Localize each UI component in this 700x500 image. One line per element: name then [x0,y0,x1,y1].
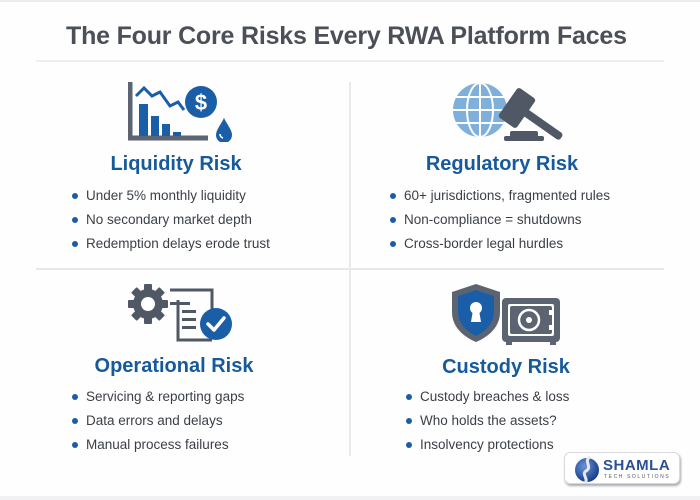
bullet-item: Who holds the assets? [404,411,569,435]
bullet-dot-icon [406,418,412,424]
declining-chart-dollar-drop-icon: $ [128,82,232,142]
swirl-globe-icon [575,455,599,483]
title-divider [36,60,664,62]
bullet-list: Custody breaches & loss Who holds the as… [404,387,569,459]
bullet-dot-icon [72,217,78,223]
bullet-list: 60+ jurisdictions, fragmented rules Non-… [388,186,610,258]
bullet-dot-icon [406,394,412,400]
card-title: Operational Risk [94,355,254,377]
bullet-dot-icon [72,241,78,247]
top-border [0,0,700,2]
horizontal-divider [36,268,664,270]
bullet-item: Cross-border legal hurdles [388,234,610,258]
bullet-item: Non-compliance = shutdowns [388,210,610,234]
card-title: Custody Risk [442,356,570,378]
bullet-item: Manual process failures [70,435,244,459]
bullet-list: Under 5% monthly liquidity No secondary … [70,186,270,258]
bullet-item: Custody breaches & loss [404,387,569,411]
bullet-dot-icon [72,193,78,199]
bottom-border [0,496,700,500]
bullet-dot-icon [390,217,396,223]
shield-keyhole-safe-icon [452,284,560,345]
bullet-dot-icon [390,193,396,199]
bullet-item: 60+ jurisdictions, fragmented rules [388,186,610,210]
bullet-item: Servicing & reporting gaps [70,387,244,411]
logo-tagline: TECH SOLUTIONS [604,474,671,480]
card-title: Liquidity Risk [110,153,242,175]
bullet-item: Under 5% monthly liquidity [70,186,270,210]
page-title: The Four Core Risks Every RWA Platform F… [66,22,627,50]
company-logo: SHAMLA TECH SOLUTIONS [564,452,680,484]
bullet-dot-icon [390,241,396,247]
bullet-item: Redemption delays erode trust [70,234,270,258]
bullet-dot-icon [72,394,78,400]
bullet-item: Data errors and delays [70,411,244,435]
bullet-dot-icon [406,442,412,448]
card-title: Regulatory Risk [425,153,579,175]
bullet-item: Insolvency protections [404,435,569,459]
bullet-item: No secondary market depth [70,210,270,234]
svg-text:$: $ [195,90,207,115]
bullet-list: Servicing & reporting gaps Data errors a… [70,387,244,459]
gear-document-check-icon [128,284,232,342]
logo-name: SHAMLA [603,457,671,474]
bullet-dot-icon [72,442,78,448]
bullet-dot-icon [72,418,78,424]
globe-gavel-icon [453,83,563,141]
